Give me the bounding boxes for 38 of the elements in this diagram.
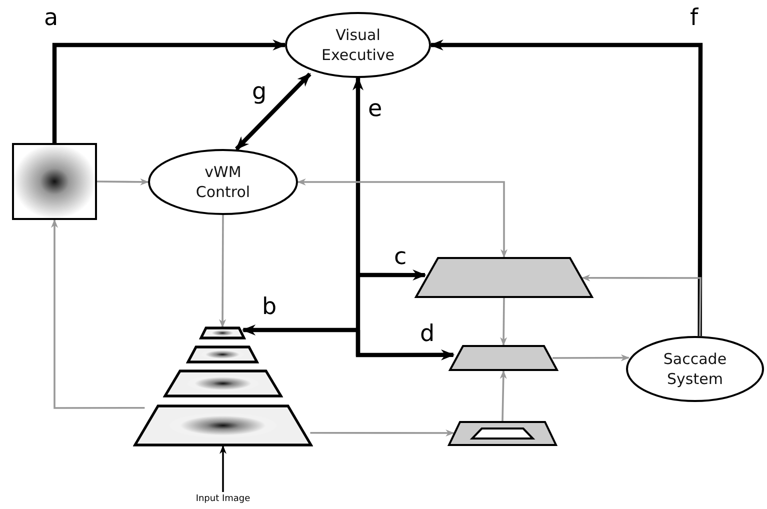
pyramid-level [187, 346, 258, 363]
connector-arrow [242, 324, 358, 336]
connector-arrow [500, 370, 507, 422]
input-label: Input Image [196, 492, 250, 506]
connector-arrow [235, 72, 312, 150]
gradient-square [12, 143, 97, 220]
trapezoid-block [449, 345, 558, 371]
pyramid-level [164, 370, 282, 397]
edge-label: g [251, 80, 268, 104]
connector-arrow [358, 270, 426, 281]
connector-arrow [220, 445, 226, 492]
trapezoid-block [448, 421, 557, 446]
edge-label: b [261, 295, 278, 319]
edge-label: e [367, 97, 384, 121]
node-text: vWM Control [194, 162, 252, 202]
connector-arrow [430, 40, 703, 336]
trapezoid-block [415, 257, 593, 298]
connector-arrow [51, 219, 145, 409]
connector-arrow [97, 178, 149, 186]
pyramid-level [134, 405, 312, 446]
ellipse-node [626, 336, 764, 402]
connector-arrow [297, 178, 508, 258]
connector-arrow [219, 215, 226, 328]
connector-arrow [500, 298, 508, 346]
connector-arrow [310, 430, 454, 436]
connector-arrow [52, 40, 286, 143]
ellipse-node [148, 149, 298, 215]
edge-label: c [393, 245, 408, 269]
node-text: Saccade System [662, 349, 728, 389]
connector-arrow [552, 354, 630, 362]
edge-label: f [689, 6, 700, 30]
ellipse-node [285, 12, 431, 78]
edge-label: d [419, 322, 436, 346]
node-text: Visual Executive [320, 25, 396, 65]
pyramid-level [200, 327, 245, 339]
connector-arrow [356, 330, 455, 360]
connector-arrow [581, 274, 702, 336]
edge-label: a [43, 6, 60, 30]
